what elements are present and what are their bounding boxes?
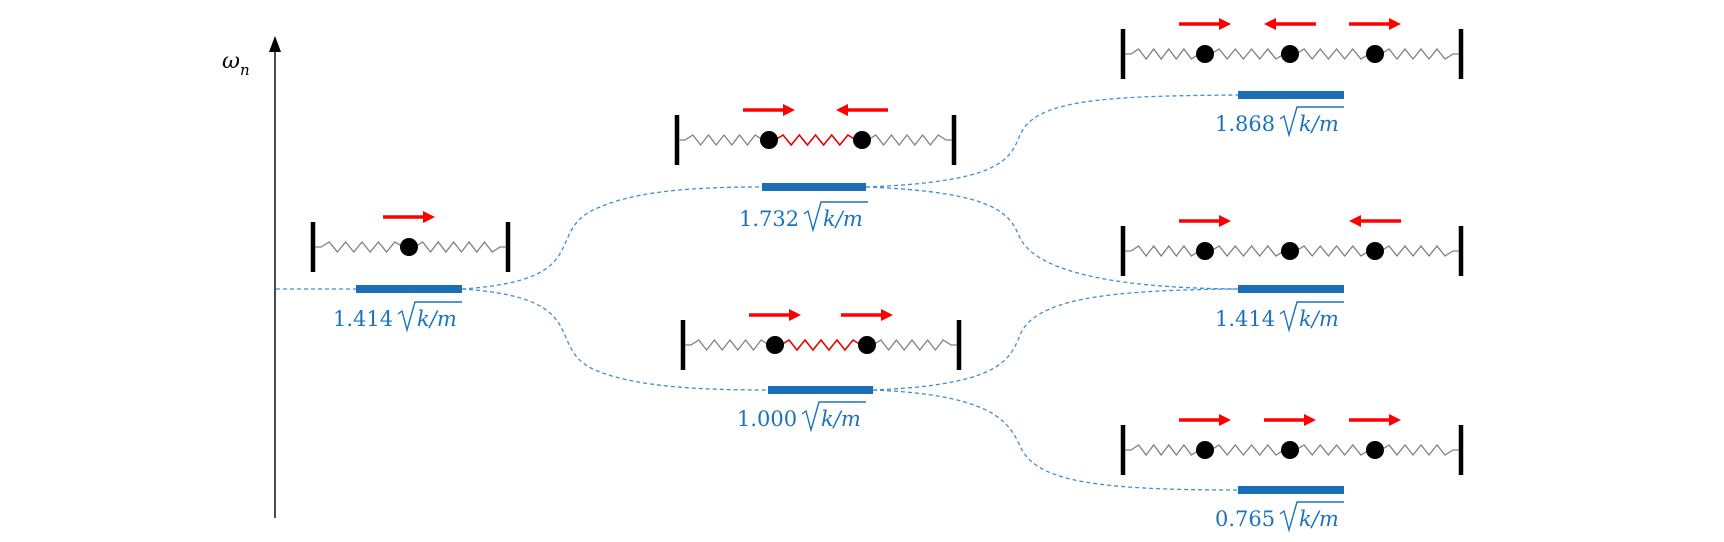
spring — [1125, 244, 1205, 258]
svg-text:k/m: k/m — [417, 307, 457, 331]
arrow-left-icon — [836, 104, 848, 116]
frequency-labels: 1.414 k/m 1.732 k/m 1.000 k/m 1.868 k/m … — [333, 106, 1344, 533]
freq-label-2mass-low: 1.000 k/m — [737, 401, 866, 433]
system-one-mass — [310, 211, 511, 272]
level-bars — [356, 91, 1344, 494]
arrow-right-icon — [1389, 414, 1401, 426]
svg-text:1.414: 1.414 — [333, 307, 393, 331]
svg-text:k/m: k/m — [1299, 507, 1339, 531]
freq-value: 0.765 — [1215, 507, 1275, 531]
arrow-right-icon — [1389, 18, 1401, 30]
freq-value: 1.414 — [1215, 307, 1275, 331]
mass-spring-systems — [310, 18, 1464, 475]
connector-1mass-to-2mass-low — [461, 288, 769, 391]
axis-arrowhead — [269, 36, 281, 52]
svg-text:0.765: 0.765 — [1215, 507, 1275, 531]
sqrt-icon — [801, 401, 866, 433]
freq-label-1mass: 1.414 k/m — [333, 301, 462, 333]
mass — [1366, 242, 1384, 260]
axis-label-sub: n — [240, 61, 250, 79]
sqrt-icon — [1279, 301, 1344, 333]
connector-2mass-low-to-3mass-bottom — [872, 389, 1239, 491]
system-three-mass-bottom — [1120, 414, 1464, 475]
arrow-right-icon — [1219, 215, 1231, 227]
arrow-left-icon — [1349, 215, 1361, 227]
spring — [1125, 47, 1205, 61]
mass — [1196, 45, 1214, 63]
spring — [1375, 443, 1459, 457]
arrow-right-icon — [881, 309, 893, 321]
spring — [867, 338, 957, 352]
arrow-right-icon — [1304, 414, 1316, 426]
svg-text:1.000: 1.000 — [737, 407, 797, 431]
mass — [400, 238, 418, 256]
mass — [760, 131, 778, 149]
axis-label-main: ω — [222, 49, 240, 74]
connector-1mass-to-2mass-high — [461, 186, 763, 290]
mass — [1196, 242, 1214, 260]
spring — [685, 338, 775, 352]
arrow-right-icon — [423, 211, 435, 223]
svg-text:1.414: 1.414 — [1215, 307, 1275, 331]
connector-2mass-high-to-3mass-top — [865, 94, 1239, 188]
mass — [766, 336, 784, 354]
spring — [1205, 47, 1290, 61]
spring — [679, 133, 769, 147]
spring — [1290, 244, 1375, 258]
spring — [409, 240, 506, 254]
spring — [1290, 443, 1375, 457]
freq-label-3mass-mid: 1.414 k/m — [1215, 301, 1344, 333]
mass — [1366, 441, 1384, 459]
spring — [1205, 244, 1290, 258]
system-two-mass-low — [680, 309, 962, 370]
svg-text:k/m: k/m — [821, 407, 861, 431]
system-three-mass-mid — [1120, 215, 1464, 276]
mass — [853, 131, 871, 149]
svg-text:k/m: k/m — [1299, 307, 1339, 331]
spring — [1290, 47, 1375, 61]
spring — [1375, 244, 1459, 258]
freq-value: 1.868 — [1215, 112, 1275, 136]
svg-text:1.868: 1.868 — [1215, 112, 1275, 136]
arrow-right-icon — [1219, 414, 1231, 426]
svg-text:1.732: 1.732 — [739, 207, 799, 231]
connectors — [276, 94, 1239, 491]
mass — [1366, 45, 1384, 63]
mass — [858, 336, 876, 354]
spring — [1205, 443, 1290, 457]
freq-label-2mass-high: 1.732 k/m — [739, 201, 868, 233]
axis-label: ωn — [222, 49, 250, 79]
freq-label-3mass-top: 1.868 k/m — [1215, 106, 1344, 138]
freq-label-3mass-bottom: 0.765 k/m — [1215, 501, 1344, 533]
mass — [1196, 441, 1214, 459]
system-three-mass-top — [1120, 18, 1464, 79]
connector-2mass-high-to-3mass-mid — [865, 186, 1239, 290]
spring — [1375, 47, 1459, 61]
sqrt-icon — [397, 301, 462, 333]
spring — [315, 240, 409, 254]
arrow-right-icon — [789, 309, 801, 321]
connector-2mass-low-to-3mass-mid — [872, 288, 1239, 391]
system-two-mass-high — [674, 104, 957, 165]
sqrt-icon — [1279, 501, 1344, 533]
sqrt-icon — [803, 201, 868, 233]
frequency-axis: ωn — [222, 36, 281, 518]
freq-value: 1.732 — [739, 207, 799, 231]
freq-value: 1.000 — [737, 407, 797, 431]
arrow-left-icon — [1264, 18, 1276, 30]
mass — [1281, 45, 1299, 63]
arrow-right-icon — [1219, 18, 1231, 30]
spring — [1125, 443, 1205, 457]
spring — [862, 133, 952, 147]
arrow-right-icon — [783, 104, 795, 116]
svg-text:k/m: k/m — [1299, 112, 1339, 136]
coupling-spring-active — [769, 133, 862, 147]
mass — [1281, 242, 1299, 260]
sqrt-icon — [1279, 106, 1344, 138]
freq-value: 1.414 — [333, 307, 393, 331]
svg-text:k/m: k/m — [823, 207, 863, 231]
coupling-spring-active — [775, 338, 867, 352]
mass — [1281, 441, 1299, 459]
